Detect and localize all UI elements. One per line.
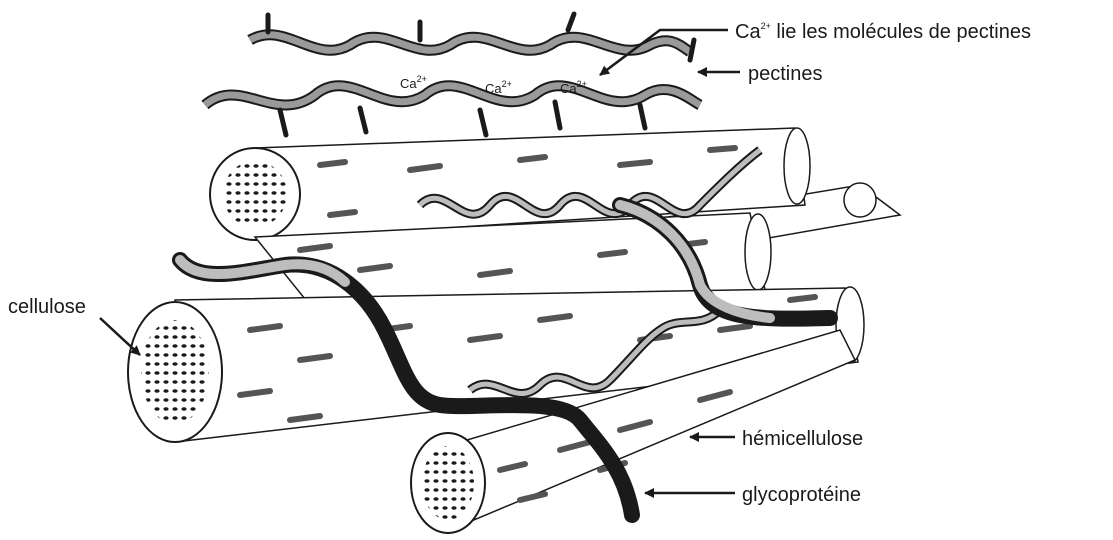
svg-text:Ca2+ lie les molécules de pect: Ca2+ lie les molécules de pectines xyxy=(735,21,1031,43)
svg-text:Ca2+: Ca2+ xyxy=(485,79,512,96)
calcium-ion-2: Ca2+ xyxy=(485,79,512,96)
calcium-ion-1: Ca2+ xyxy=(400,74,427,91)
svg-text:pectines: pectines xyxy=(748,63,823,85)
label-pectines: pectines xyxy=(698,63,823,85)
svg-text:cellulose: cellulose xyxy=(8,296,86,318)
label-hemicellulose: hémicellulose xyxy=(690,428,863,450)
svg-text:glycoprotéine: glycoprotéine xyxy=(742,484,861,506)
label-cellulose: cellulose xyxy=(8,296,140,355)
svg-text:Ca2+: Ca2+ xyxy=(400,74,427,91)
pectin-chains xyxy=(205,14,700,135)
svg-text:hémicellulose: hémicellulose xyxy=(742,428,863,450)
label-glycoproteine: glycoprotéine xyxy=(645,484,861,506)
